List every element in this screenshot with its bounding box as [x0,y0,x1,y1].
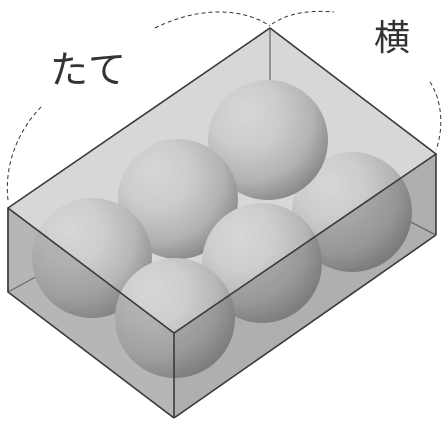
box-top-face [8,28,436,333]
box [6,27,438,419]
tate-dimension-arc [154,11,271,29]
tate-label: たて [50,48,126,92]
tate-dimension-arc [6,105,43,201]
yoko-dimension-arc [271,10,335,25]
ball [208,80,328,200]
box-edge [173,234,437,419]
box-side-face [174,154,436,418]
yoko-label: 横 [374,18,410,59]
dimension-arcs [6,10,442,201]
box-front-face [8,208,174,418]
yoko-dimension-arc [429,81,442,151]
ball [118,139,238,259]
box-edge [7,291,175,419]
